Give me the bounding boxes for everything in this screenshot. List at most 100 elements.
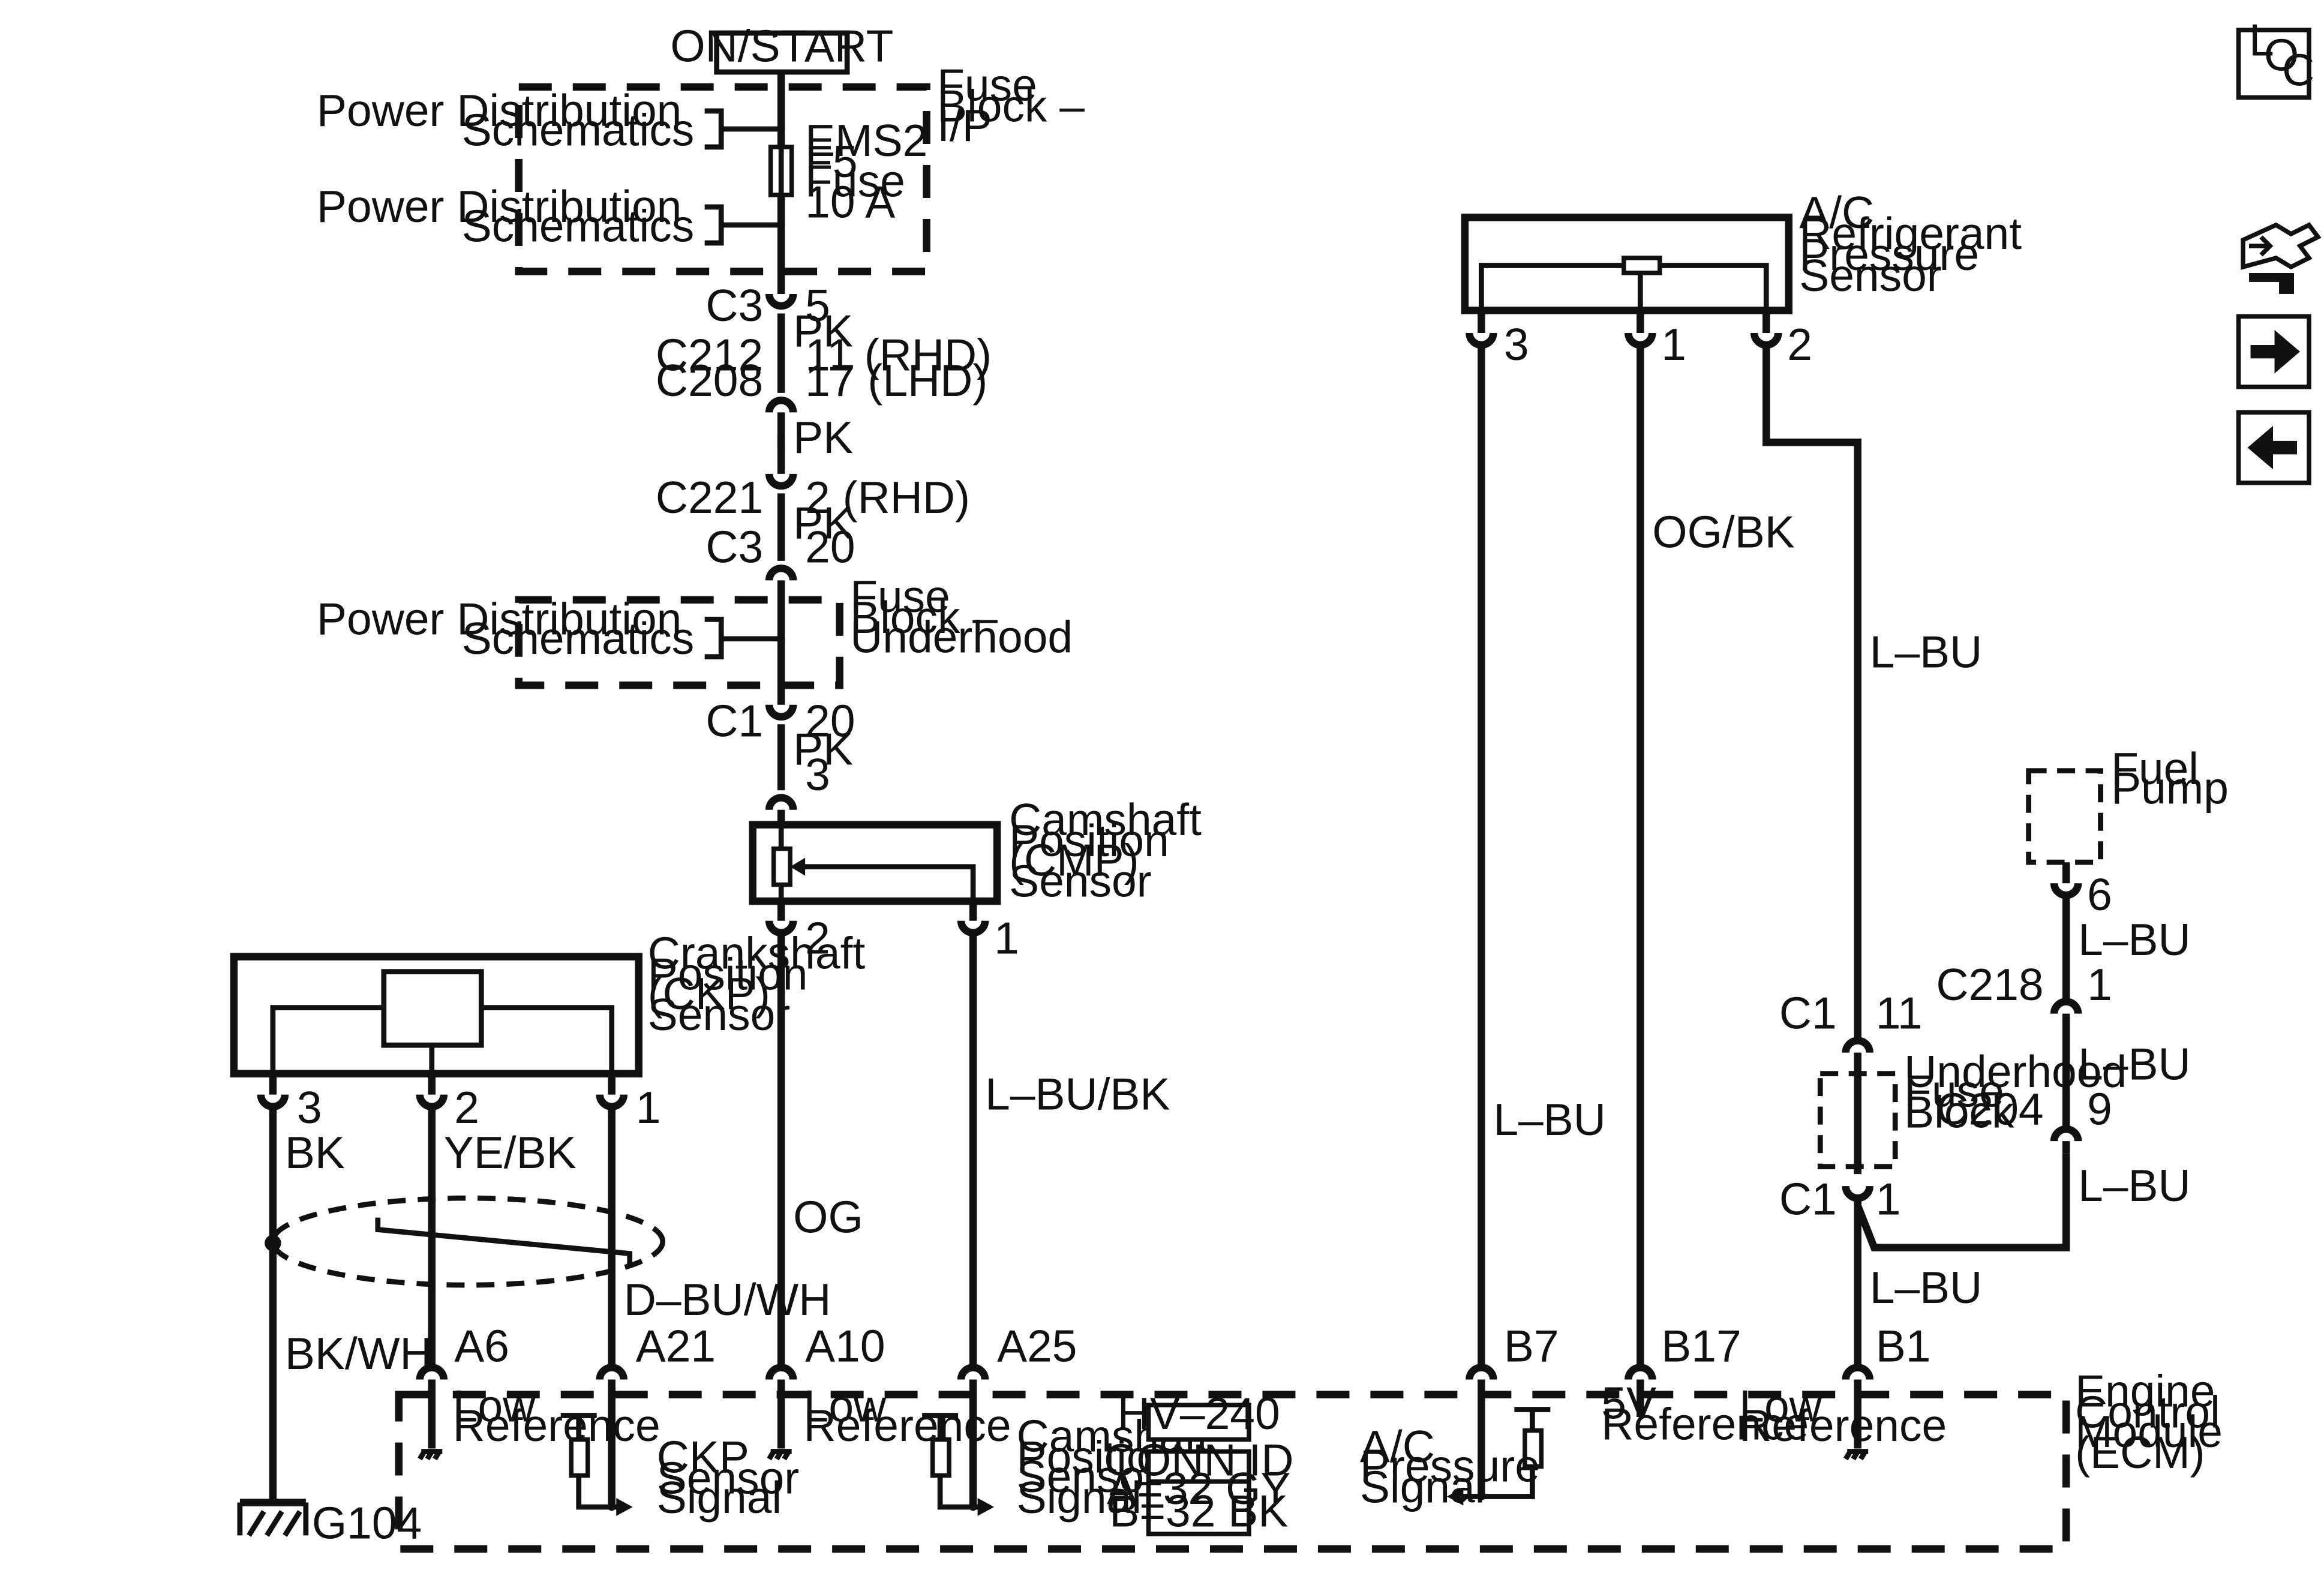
c218-conn: C218 <box>1936 959 2043 1010</box>
ckp-pin3-label: 3 <box>297 1082 322 1133</box>
cmp-pin1-connector-icon <box>957 920 989 936</box>
cmp-sensor: Camshaft Position (CMP) Sensor 2 1 OG L–… <box>749 794 1202 1368</box>
ckp-signal-label: CKP Sensor Signal <box>657 1431 812 1522</box>
connector-c212-icon <box>765 397 797 413</box>
ecm-pin-b1-label: B1 <box>1876 1321 1931 1371</box>
ac-pin2-connector-icon <box>1750 332 1782 349</box>
ac-pin3-connector-icon <box>1466 332 1497 349</box>
c208-pin: 17 (LHD) <box>805 355 987 406</box>
a21-ckp-signal: CKP Sensor Signal <box>560 1413 812 1523</box>
connector-c3-bottom-icon <box>765 565 797 581</box>
cmp-pin1-label: 1 <box>994 913 1019 963</box>
connector-c3-top-icon <box>765 293 797 310</box>
ac-pin1-connector-icon <box>1625 332 1656 349</box>
ckp-pin2-label: 2 <box>454 1082 479 1133</box>
ckp-pullup-resistor-icon <box>569 1437 590 1478</box>
ecm-pin-b7-label: B7 <box>1504 1321 1559 1371</box>
c1-top-pin: 11 <box>1876 988 1923 1038</box>
c1-bottom-pin: 1 <box>1876 1174 1901 1224</box>
wire-og-bk: OG/BK <box>1652 506 1794 557</box>
ckp-sensor: Crankshaft Position (CKP) Sensor 3 2 1 B… <box>230 928 865 1548</box>
wire-og: OG <box>793 1192 863 1242</box>
ecm-pin-a25-icon <box>957 1364 989 1380</box>
fuel-pump: Fuel Pump 6 L–BU C218 1 L–BU C204 9 L–BU <box>1936 743 2229 1211</box>
ecm-pin-a10-icon <box>765 1364 797 1380</box>
c221-conn: C221 <box>656 472 763 523</box>
underhood-fuse-block-right: Underhood Fuse Block C1 11 C1 1 L–BU <box>1779 988 2139 1368</box>
fuse-ems2-label: EMS2 F5 Fuse 10 A <box>805 115 940 227</box>
fuse-block-underhood-title: Fuse Block – Underhood <box>850 571 1073 662</box>
ckp-pin2-connector-icon <box>416 1094 448 1110</box>
ground-g104-icon <box>237 1499 309 1537</box>
hv-label: HV–240 <box>1118 1388 1280 1439</box>
c204-connector-icon <box>2050 1125 2082 1142</box>
ecm-module: Engine Control Module (ECM) A6 A21 A10 <box>395 1321 2223 1553</box>
conn-id-box: CONN ID A=32 GY B=32 BK <box>1104 1434 1293 1536</box>
next-arrow-icon[interactable] <box>2236 314 2311 389</box>
wire-ye-bk: YE/BK <box>444 1127 577 1178</box>
c3-bottom-pin: 20 <box>805 521 855 572</box>
on-start-label: ON/START <box>670 21 893 75</box>
cmp-pullup-resistor-icon <box>930 1437 951 1478</box>
a6-low-reference: Low Reference <box>418 1380 660 1461</box>
b1-low-ref-label: Low Reference <box>1739 1380 1947 1450</box>
ac-pin2-label: 2 <box>1787 319 1812 370</box>
wire-pk-4: PK <box>793 724 853 775</box>
c208-conn: C208 <box>656 355 763 406</box>
wire-pk-1: PK <box>793 305 853 356</box>
c3-bottom-conn: C3 <box>705 521 763 572</box>
b7-ac-pressure-signal: A/C Pressure Signal <box>1360 1407 1553 1512</box>
cmp-pin3-label: 3 <box>805 749 830 800</box>
c1-top-conn: C1 <box>1779 988 1837 1038</box>
c218-connector-icon <box>2050 998 2082 1014</box>
c1-pin: 20 <box>805 695 855 746</box>
ac-sensor-element-icon <box>1622 256 1662 275</box>
loc-icon[interactable]: L O C <box>2236 15 2315 100</box>
wire-lbu-fuel-1: L–BU <box>2078 914 2191 965</box>
underhood-fuse-block-title: Underhood Fuse Block <box>1904 1046 2139 1137</box>
b1-low-reference: Low Reference <box>1739 1380 1947 1461</box>
wire-dbu-wh: D–BU/WH <box>624 1274 831 1325</box>
connector-c1-icon <box>765 704 797 721</box>
ground-g104-label: G104 <box>312 1497 422 1548</box>
wire-bk: BK <box>285 1127 345 1178</box>
conn-id-a: A=32 GY <box>1107 1463 1290 1514</box>
connector-icon[interactable] <box>2241 222 2322 294</box>
power-dist-top-link[interactable]: Power Distribution Schematics <box>317 85 694 155</box>
conn-id-b: B=32 BK <box>1109 1485 1288 1536</box>
c3-top-pin: 5 <box>805 280 830 331</box>
ac-pullup-resistor-icon <box>1523 1428 1544 1469</box>
ckp-pin1-label: 1 <box>636 1082 661 1133</box>
wire-lbu-fuel-2: L–BU <box>2078 1039 2191 1089</box>
ecm-pin-b17-icon <box>1625 1364 1656 1380</box>
ac-pin1-label: 1 <box>1661 319 1686 370</box>
on-start-text: ON/START <box>670 21 893 71</box>
previous-arrow-icon[interactable] <box>2236 410 2311 485</box>
wire-pk-3: PK <box>793 497 853 548</box>
ecm-pin-b17-label: B17 <box>1661 1321 1741 1371</box>
ckp-pin3-connector-icon <box>257 1094 289 1110</box>
wire-lbu-ac-pin2: L–BU <box>1870 626 1983 677</box>
fuse-block-underhood: Fuse Block – Underhood Power Distributio… <box>317 571 1073 689</box>
b17-5v-ref-label: 5V Reference <box>1601 1377 1809 1449</box>
c1-pin1-connector-icon <box>1842 1185 1873 1202</box>
ecm-pin-a21-label: A21 <box>636 1321 716 1371</box>
hv-box: HV–240 <box>1118 1388 1280 1442</box>
loc-letter-o: O <box>2264 30 2299 80</box>
ecm-pin-a6-label: A6 <box>454 1321 509 1371</box>
fuel-pump-title: Fuel Pump <box>2111 743 2229 813</box>
c3-top-conn: C3 <box>705 280 763 331</box>
connector-cmp-pin3-icon <box>765 794 797 810</box>
ac-signal-label: A/C Pressure Signal <box>1360 1421 1553 1512</box>
ac-pressure-sensor: A/C Refrigerant Pressure Sensor 3 1 2 L–… <box>1461 187 2022 1368</box>
wire-lbu-b7: L–BU <box>1493 1094 1606 1145</box>
wire-lbu-b1: L–BU <box>1870 1262 1983 1313</box>
wire-bk-wh: BK/WH <box>285 1328 433 1379</box>
c212-pin: 11 (RHD) <box>805 329 992 380</box>
loc-letter-l: L <box>2249 15 2274 65</box>
loc-letter-c: C <box>2282 45 2314 95</box>
power-dist-underhood-link[interactable]: Power Distribution Schematics <box>317 593 694 663</box>
power-dist-bottom-link[interactable]: Power Distribution Schematics <box>317 181 694 251</box>
nav-panel: L O C <box>2236 15 2322 485</box>
c212-conn: C212 <box>656 329 763 380</box>
